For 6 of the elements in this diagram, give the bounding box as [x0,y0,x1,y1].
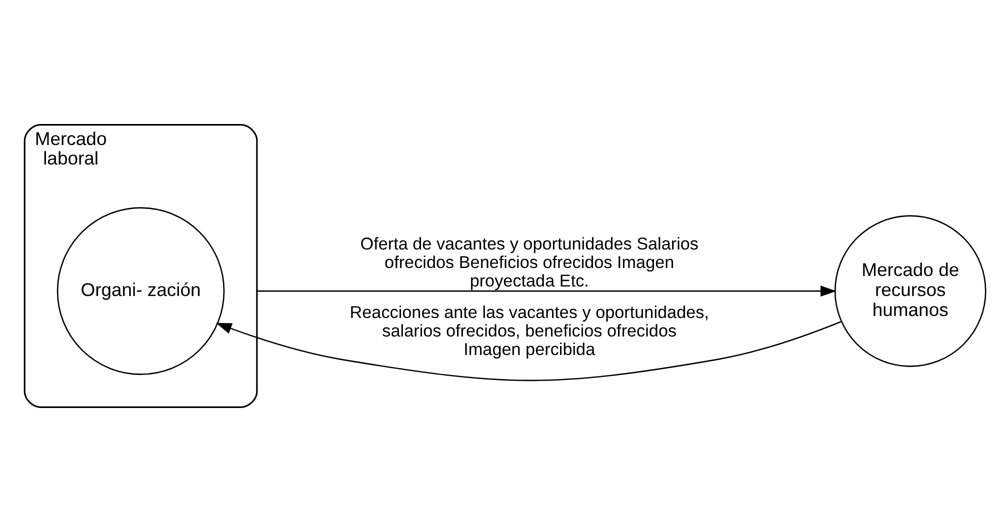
edge-label: Oferta de vacantes y oportunidades Salarios ofrecidos Beneficios ofrecidos Imagen proyectada Etc. [360,233,699,290]
arrow [256,286,836,297]
edge-label: Reacciones ante las vacantes y oportunidades, salarios ofrecidos, beneficios ofrecidos Imagen percibida [350,302,709,359]
arrow [216,321,842,382]
node-circle: Mercado de recursos humanos [834,215,986,367]
node-circle: Organi- zación [56,207,225,375]
